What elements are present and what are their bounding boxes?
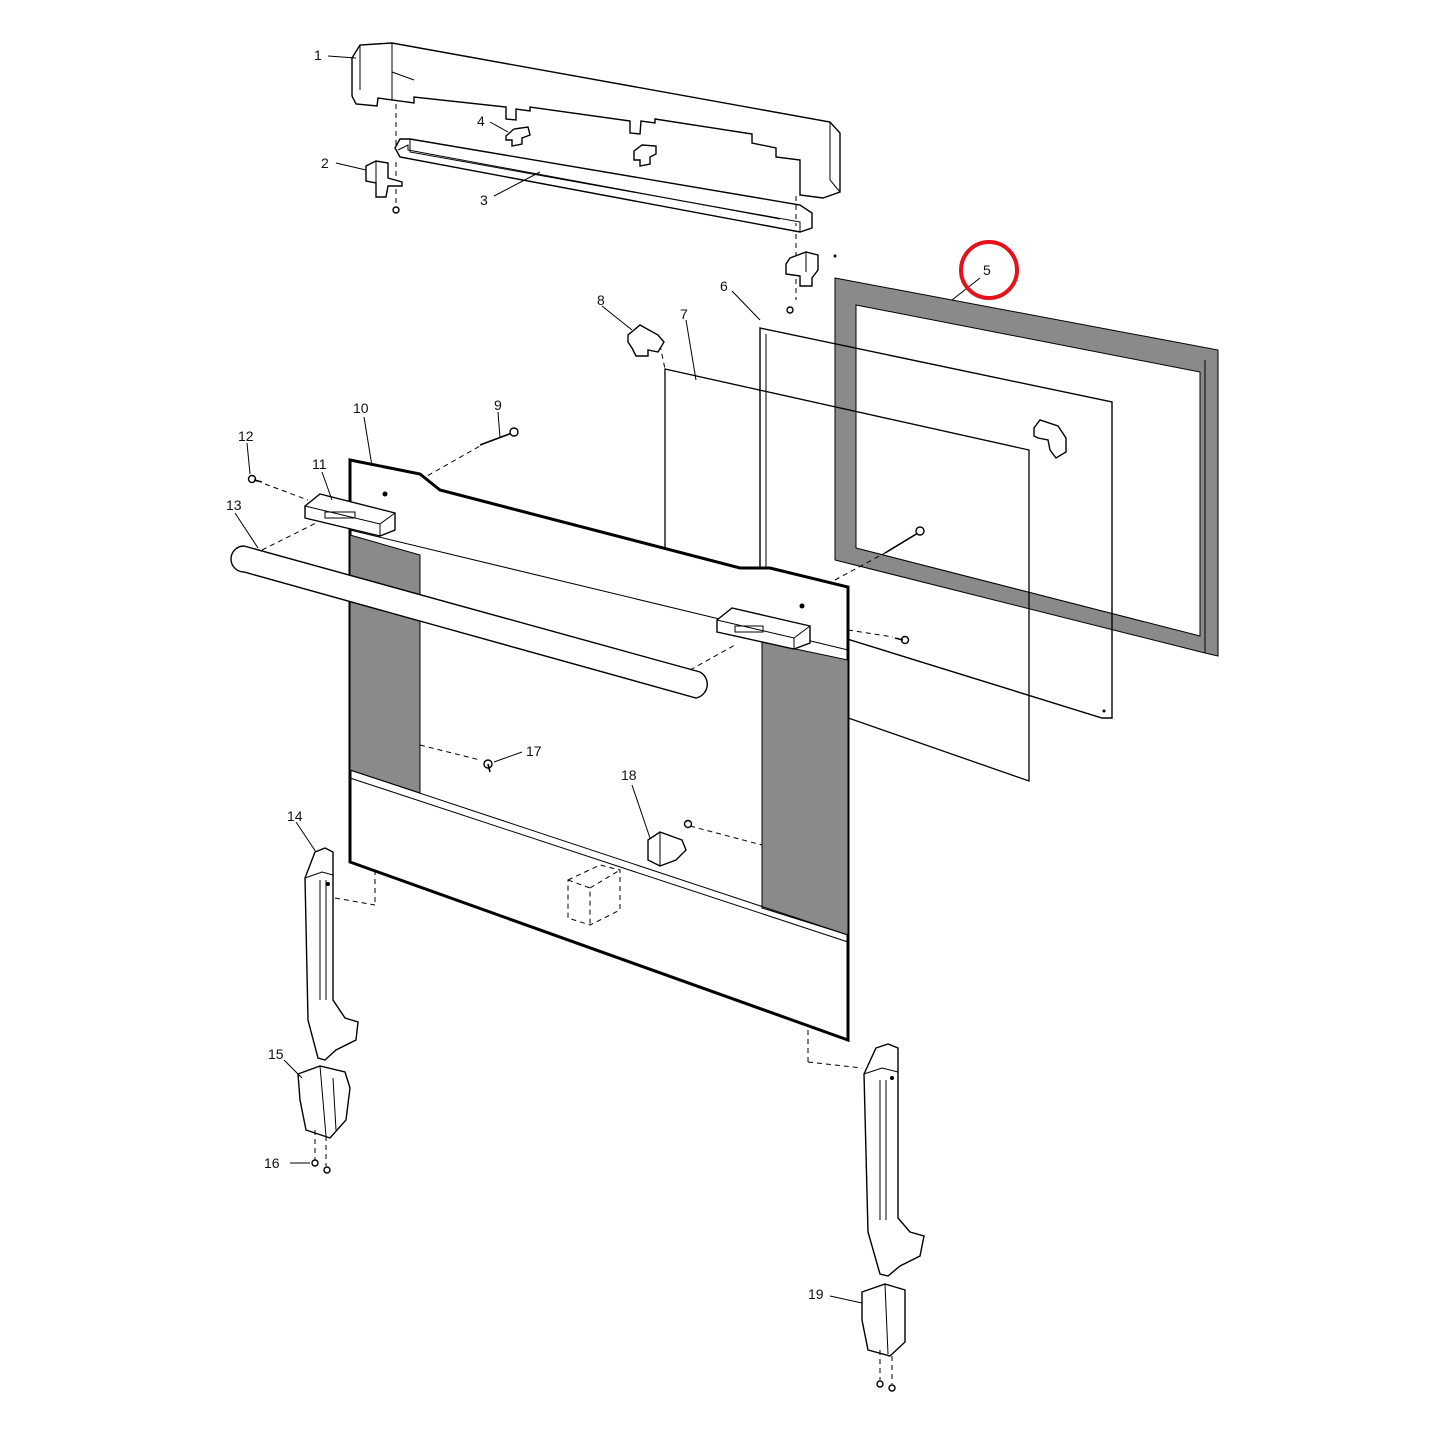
callout-4: 4	[477, 113, 485, 129]
center-bracket	[647, 819, 693, 867]
left-hinge	[304, 847, 376, 1061]
callouts: 1 2 3 4 5 6 7 8 9 10 11 12 13 14 15 16 1…	[226, 47, 991, 1302]
right-hinge-receiver	[861, 1283, 906, 1392]
door-glass-outer	[834, 277, 1219, 657]
left-top-bracket	[365, 160, 403, 198]
right-top-bracket	[785, 251, 819, 287]
left-hinge-receiver	[297, 1065, 351, 1166]
callout-7: 7	[680, 306, 688, 322]
callout-12: 12	[238, 428, 254, 444]
leader-lines	[234, 55, 981, 1304]
highlight-circle	[959, 240, 1019, 300]
door-rail	[394, 104, 813, 300]
callout-9: 9	[494, 397, 502, 413]
callout-18: 18	[621, 767, 637, 783]
top-clips	[505, 126, 657, 167]
door-handle-bar	[230, 521, 736, 699]
callout-6: 6	[720, 278, 728, 294]
door-front-panel	[348, 458, 850, 1043]
glass-clip	[1033, 419, 1067, 459]
callout-19: 19	[808, 1286, 824, 1302]
callout-10: 10	[353, 400, 369, 416]
callout-11: 11	[312, 456, 327, 472]
small-screw-left	[247, 474, 309, 501]
callout-5: 5	[983, 262, 991, 278]
small-screw-right	[847, 629, 910, 645]
callout-17: 17	[526, 743, 542, 759]
top-screws	[392, 206, 837, 314]
callout-13: 13	[226, 497, 242, 513]
callout-3: 3	[480, 192, 488, 208]
callout-8: 8	[597, 292, 605, 308]
callout-16: 16	[264, 1155, 280, 1171]
callout-15: 15	[268, 1046, 284, 1062]
right-hinge	[807, 1030, 925, 1277]
handle-end-cap-left	[304, 493, 396, 537]
long-screw	[419, 427, 925, 581]
hinge-screws-left	[311, 1159, 331, 1174]
handle-end-cap-right	[716, 607, 811, 650]
callout-14: 14	[287, 808, 303, 824]
center-screw	[483, 759, 493, 773]
glass-bracket	[627, 324, 665, 357]
door-top-trim	[351, 42, 841, 199]
callout-2: 2	[321, 155, 329, 171]
callout-1: 1	[314, 47, 322, 63]
door-glass-middle	[759, 327, 1113, 719]
